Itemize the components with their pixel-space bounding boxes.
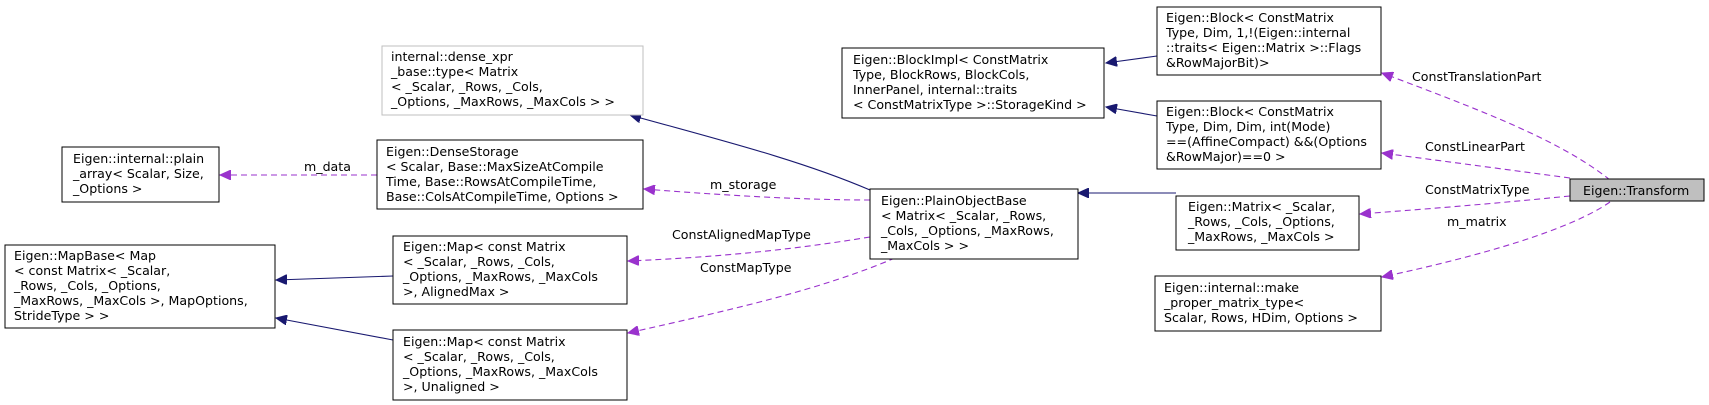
edge-map-aligned-to-map-base — [276, 276, 394, 280]
node-line: _base::type< Matrix — [390, 64, 519, 79]
node-dense-xpr-base[interactable]: internal::dense_xpr _base::type< Matrix … — [381, 45, 644, 116]
node-line: >, Unaligned > — [403, 379, 500, 394]
label-const-aligned-map-type: ConstAlignedMapType — [672, 227, 811, 242]
node-map-base[interactable]: Eigen::MapBase< Map < const Matrix< _Sca… — [4, 244, 276, 329]
edge-const-linear-part — [1382, 153, 1571, 179]
node-line: Type, Dim, Dim, int(Mode) — [1165, 119, 1330, 134]
node-line: _Options, _MaxRows, _MaxCols — [402, 364, 598, 379]
node-plain-object-base[interactable]: Eigen::PlainObjectBase < Matrix< _Scalar… — [869, 188, 1079, 260]
node-line: StrideType > > — [14, 308, 109, 323]
usage-edges — [220, 73, 1611, 333]
node-plain-array[interactable]: Eigen::internal::plain _array< Scalar, S… — [61, 146, 220, 203]
edge-m-matrix — [1382, 201, 1611, 277]
edge-block-linear-to-block-impl — [1106, 107, 1158, 117]
node-line: ::traits< Eigen::Matrix >::Flags — [1166, 40, 1361, 55]
inheritance-edges — [276, 55, 1176, 341]
node-line: < const Matrix< _Scalar, — [14, 263, 170, 278]
node-line: < _Scalar, _Rows, _Cols, — [391, 79, 543, 94]
node-line: _MaxRows, _MaxCols > — [1187, 229, 1335, 244]
label-const-matrix-type: ConstMatrixType — [1425, 182, 1530, 197]
node-line: < _Scalar, _Rows, _Cols, — [403, 254, 555, 269]
node-line: _proper_matrix_type< — [1163, 295, 1304, 310]
node-map-aligned[interactable]: Eigen::Map< const Matrix < _Scalar, _Row… — [392, 235, 628, 305]
node-line: Type, Dim, 1,!(Eigen::internal — [1165, 25, 1350, 40]
node-line: internal::dense_xpr — [391, 49, 514, 64]
node-transform[interactable]: Eigen::Transform — [1569, 178, 1705, 202]
node-transform-line: Eigen::Transform — [1583, 183, 1689, 198]
edge-m-storage — [644, 189, 871, 201]
node-line: Base::ColsAtCompileTime, Options > — [386, 189, 619, 204]
node-line: Eigen::MapBase< Map — [14, 248, 156, 263]
label-const-linear-part: ConstLinearPart — [1425, 139, 1525, 154]
node-make-proper-matrix-type[interactable]: Eigen::internal::make _proper_matrix_typ… — [1154, 275, 1382, 332]
node-line: &RowMajorBit)> — [1166, 55, 1270, 70]
node-line: _Options, _MaxRows, _MaxCols — [402, 269, 598, 284]
node-line: _MaxRows, _MaxCols >, MapOptions, — [13, 293, 248, 308]
node-block-linear[interactable]: Eigen::Block< ConstMatrix Type, Dim, Dim… — [1156, 100, 1382, 170]
node-line: Eigen::Map< const Matrix — [403, 239, 566, 254]
node-line: Type, BlockRows, BlockCols, — [852, 67, 1029, 82]
node-line: Eigen::Map< const Matrix — [403, 334, 566, 349]
node-dense-storage[interactable]: Eigen::DenseStorage < Scalar, Base::MaxS… — [376, 139, 644, 210]
edge-plain-object-base-to-dense-xpr — [630, 115, 871, 191]
label-m-matrix: m_matrix — [1447, 214, 1507, 229]
node-line: _Rows, _Cols, _Options, — [13, 278, 161, 293]
node-line: < _Scalar, _Rows, _Cols, — [403, 349, 555, 364]
node-line: _Options, _MaxRows, _MaxCols > > — [390, 94, 615, 109]
label-const-map-type: ConstMapType — [700, 260, 792, 275]
node-line: _array< Scalar, Size, — [72, 166, 204, 181]
node-line: _Rows, _Cols, _Options, — [1187, 214, 1335, 229]
node-line: InnerPanel, internal::traits — [853, 82, 1017, 97]
node-line: Eigen::Matrix< _Scalar, — [1188, 199, 1335, 214]
edge-const-map-type — [628, 257, 896, 333]
edge-const-matrix-type — [1360, 195, 1571, 214]
node-line: Eigen::internal::make — [1164, 280, 1299, 295]
edge-labels: ConstTranslationPart ConstLinearPart Con… — [304, 69, 1542, 275]
label-m-storage: m_storage — [710, 177, 777, 192]
node-line: Time, Base::RowsAtCompileTime, — [385, 174, 596, 189]
edge-map-unaligned-to-map-base — [276, 318, 394, 341]
node-line: ==(AffineCompact) &&(Options — [1166, 134, 1367, 149]
node-line: < Matrix< _Scalar, _Rows, — [881, 208, 1046, 223]
node-line: Eigen::internal::plain — [73, 151, 204, 166]
node-line: Eigen::PlainObjectBase — [881, 193, 1027, 208]
node-line: &RowMajor)==0 > — [1166, 149, 1286, 164]
node-line: Scalar, Rows, HDim, Options > — [1164, 310, 1358, 325]
node-line: _Options > — [72, 181, 142, 196]
node-block-impl[interactable]: Eigen::BlockImpl< ConstMatrix Type, Bloc… — [841, 47, 1105, 119]
node-line: Eigen::Block< ConstMatrix — [1166, 10, 1334, 25]
node-line: _Cols, _Options, _MaxRows, — [880, 223, 1054, 238]
node-line: _MaxCols > > — [880, 238, 969, 253]
edge-block-translation-to-block-impl — [1106, 55, 1158, 63]
edge-const-translation-part — [1382, 73, 1611, 181]
node-line: Eigen::BlockImpl< ConstMatrix — [853, 52, 1049, 67]
node-block-translation[interactable]: Eigen::Block< ConstMatrix Type, Dim, 1,!… — [1156, 6, 1382, 76]
node-line: Eigen::DenseStorage — [386, 144, 519, 159]
node-line: < Scalar, Base::MaxSizeAtCompile — [386, 159, 604, 174]
node-map-unaligned[interactable]: Eigen::Map< const Matrix < _Scalar, _Row… — [392, 329, 628, 401]
node-matrix[interactable]: Eigen::Matrix< _Scalar, _Rows, _Cols, _O… — [1175, 195, 1360, 251]
node-line: < ConstMatrixType >::StorageKind > — [853, 97, 1087, 112]
label-m-data: m_data — [304, 159, 351, 174]
label-const-translation-part: ConstTranslationPart — [1412, 69, 1542, 84]
node-line: >, AlignedMax > — [403, 284, 509, 299]
node-line: Eigen::Block< ConstMatrix — [1166, 104, 1334, 119]
